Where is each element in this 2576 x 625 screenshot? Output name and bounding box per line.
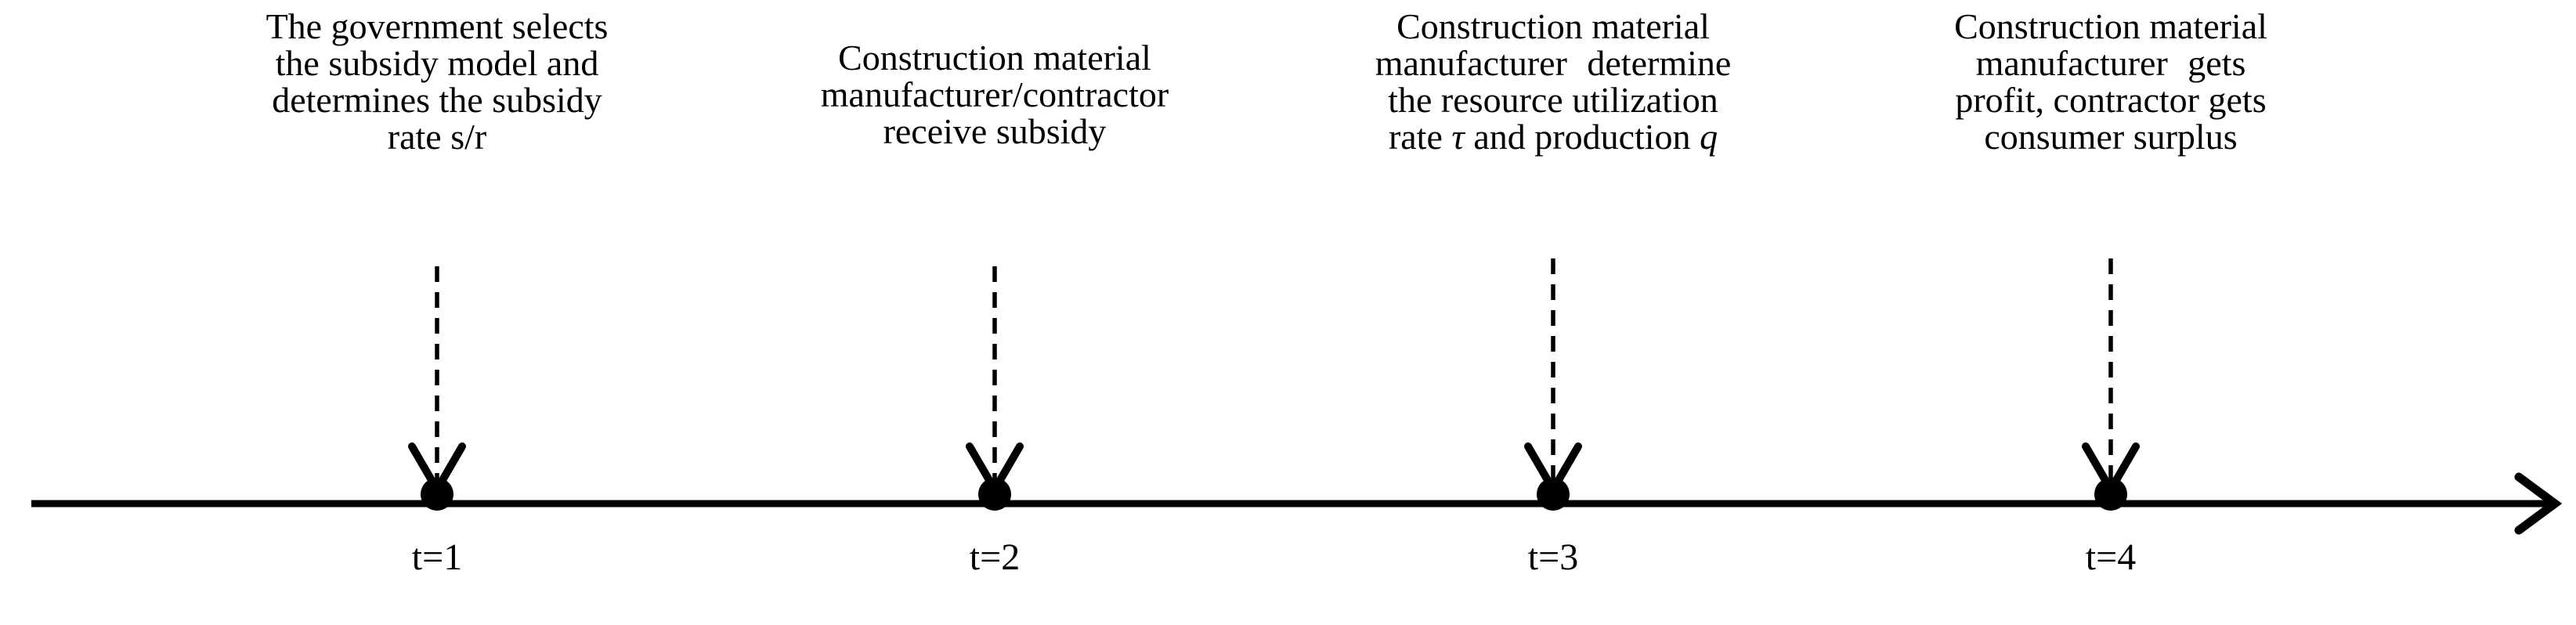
tick-dot-t1 bbox=[421, 478, 453, 511]
event-label-line: receive subsidy bbox=[883, 111, 1107, 151]
math-variable: τ bbox=[1451, 117, 1465, 157]
label-text: rate bbox=[1388, 117, 1452, 157]
tick-dot-t4 bbox=[2094, 478, 2127, 511]
axis-arrowhead-icon bbox=[2514, 472, 2563, 535]
math-variable: q bbox=[1700, 117, 1718, 157]
connector-arrowhead-icon-t2 bbox=[966, 443, 1024, 497]
event-label-line: Construction material bbox=[1396, 6, 1710, 46]
event-label-line: determines the subsidy bbox=[272, 80, 602, 120]
tick-dot-t3 bbox=[1537, 478, 1570, 511]
event-label-line: rate τ and production q bbox=[1375, 118, 1732, 155]
connector-arrowhead-icon-t4 bbox=[2082, 443, 2140, 497]
tick-caption-t4: t=4 bbox=[2085, 536, 2137, 578]
tick-caption-t1: t=1 bbox=[411, 536, 463, 578]
connector-arrowhead-icon-t3 bbox=[1524, 443, 1582, 497]
tick-dot-t2 bbox=[978, 478, 1011, 511]
event-label-line: profit, contractor gets bbox=[1955, 80, 2267, 120]
event-label-line: rate s/r bbox=[387, 117, 487, 157]
event-label-line: manufacturer/contractor bbox=[820, 74, 1169, 114]
event-label-line: Construction material bbox=[838, 38, 1151, 78]
tick-caption-t3: t=3 bbox=[1527, 536, 1579, 578]
event-label-line: the subsidy model and bbox=[275, 43, 599, 83]
event-label-line: the resource utilization bbox=[1388, 80, 1718, 120]
event-label-line: The government selects bbox=[266, 6, 609, 46]
connector-arrowhead-icon-t1 bbox=[408, 443, 466, 497]
tick-caption-t2: t=2 bbox=[969, 536, 1021, 578]
event-label-line: manufacturer gets bbox=[1975, 43, 2246, 83]
event-label-line: manufacturer determine bbox=[1375, 43, 1732, 83]
event-label-line: Construction material bbox=[1954, 6, 2267, 46]
event-label-line: consumer surplus bbox=[1984, 117, 2238, 157]
label-text: and production bbox=[1464, 117, 1700, 157]
